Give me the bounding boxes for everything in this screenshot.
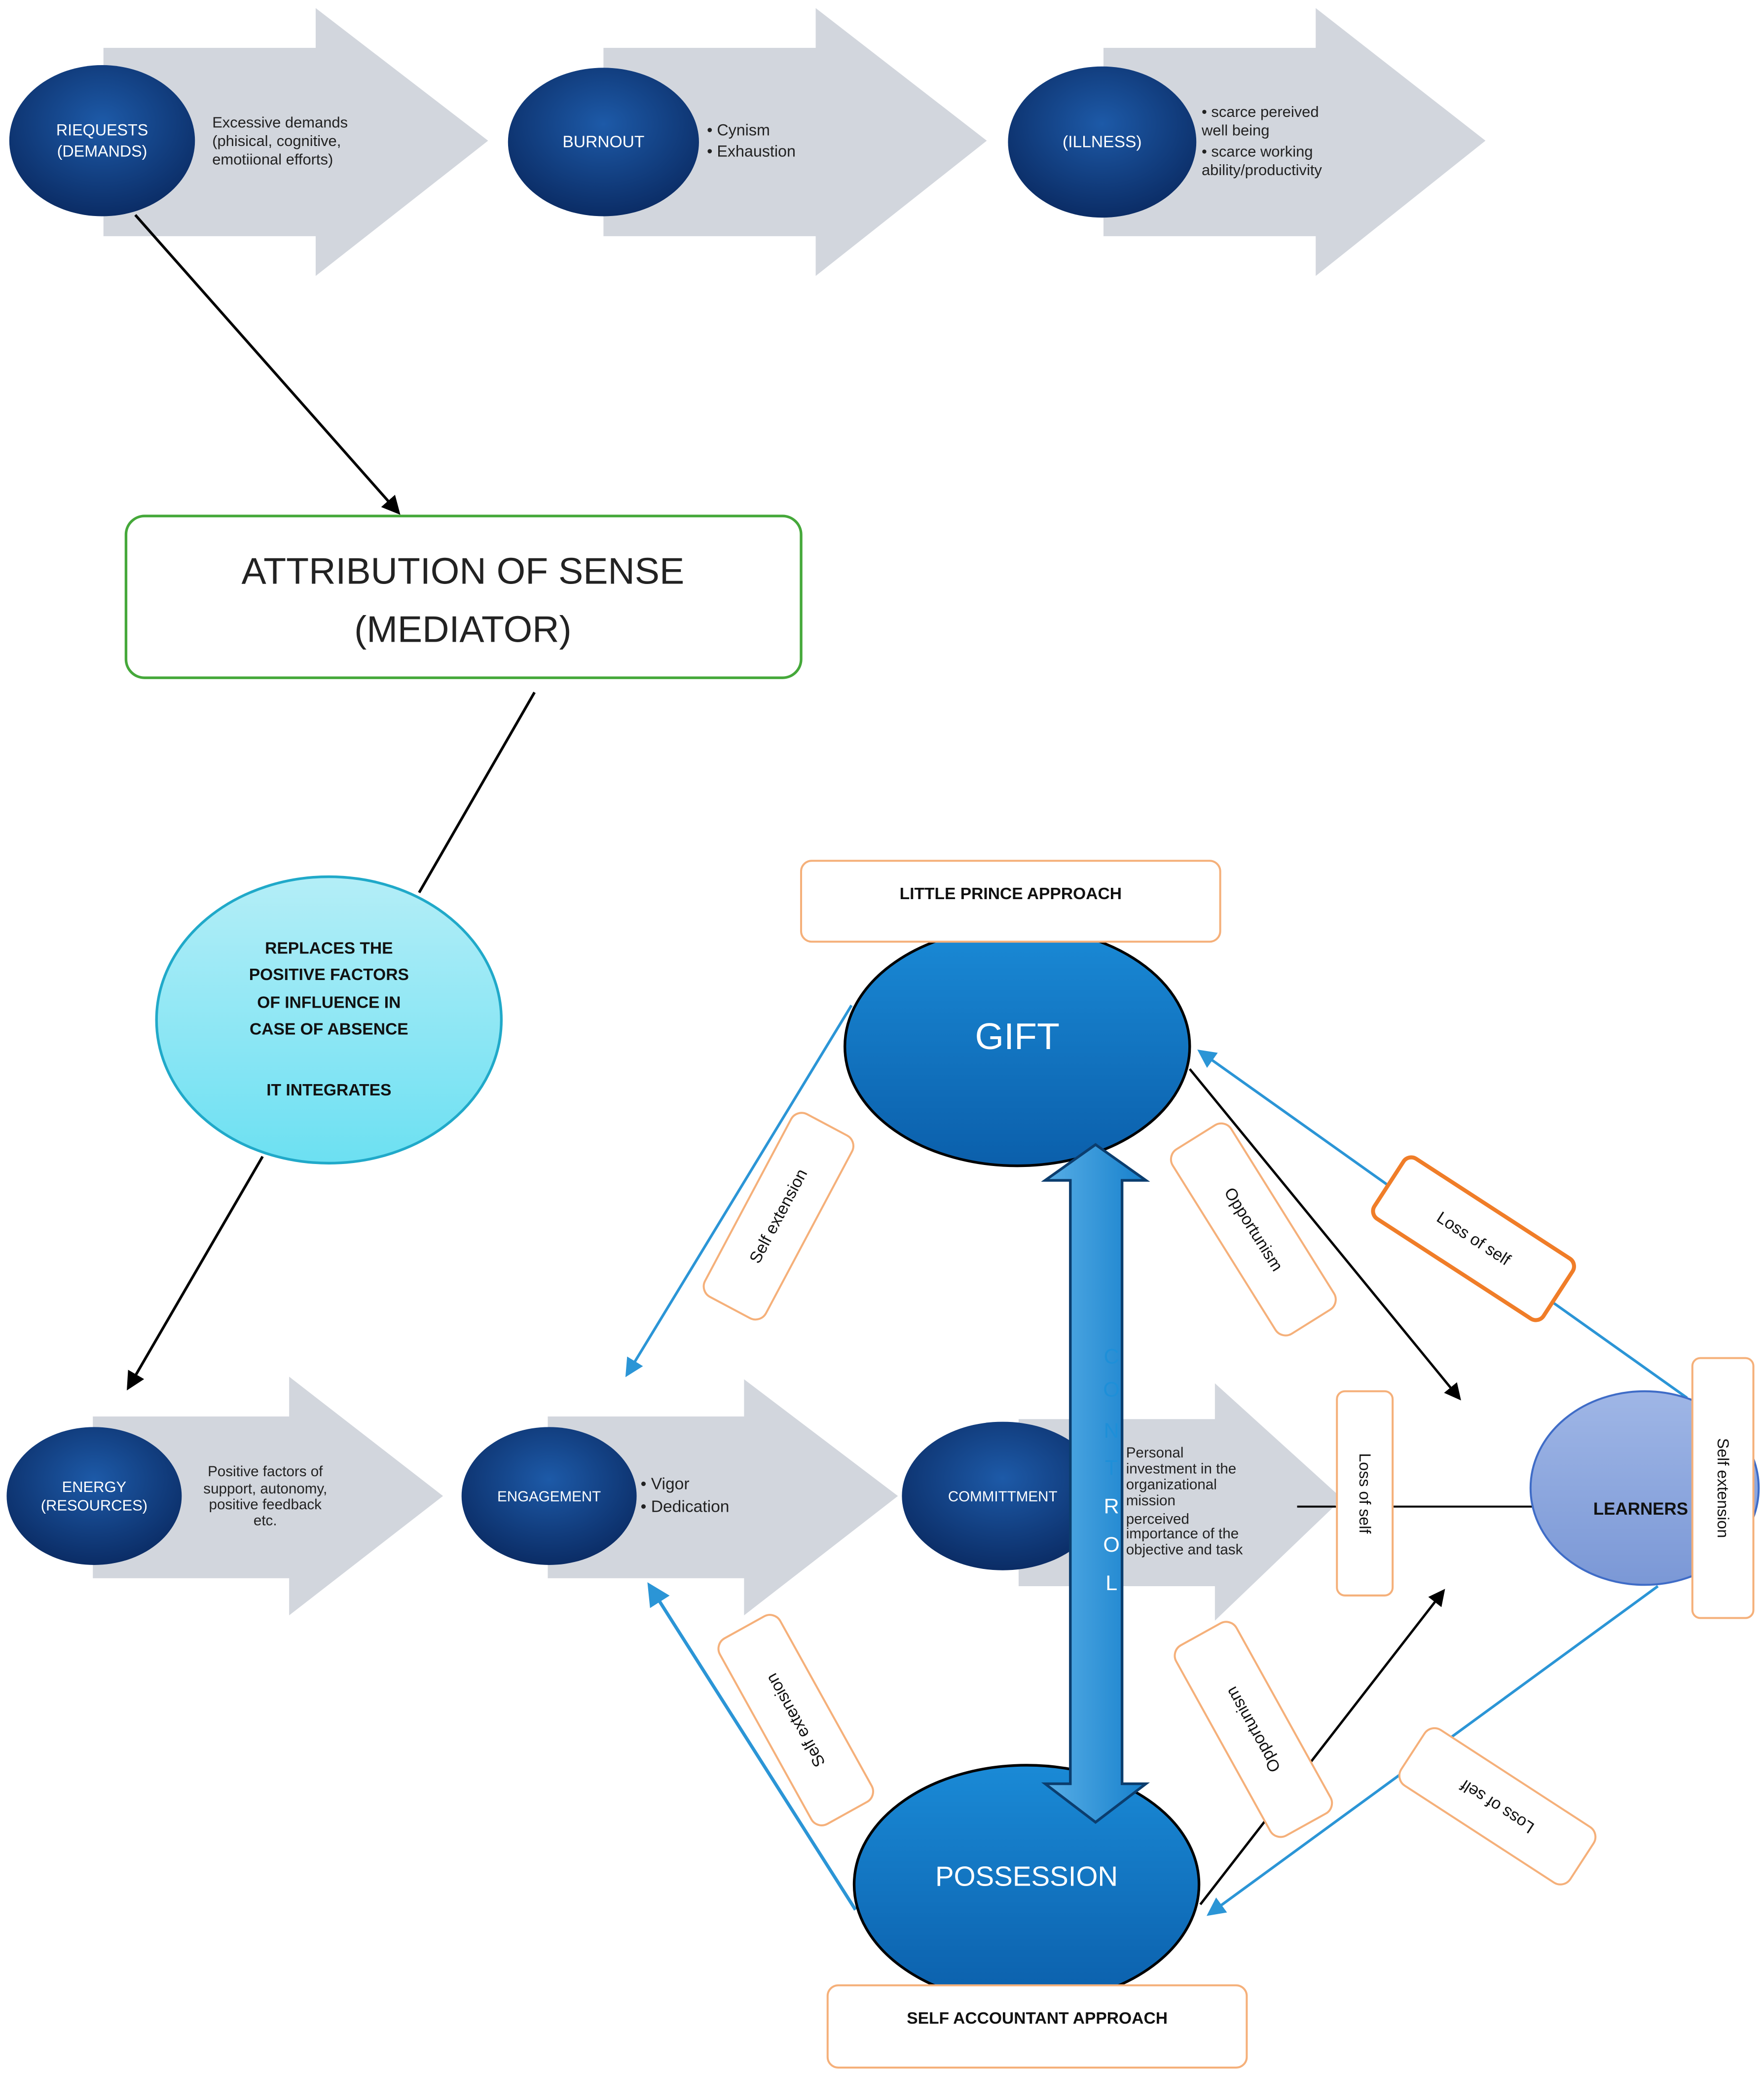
burnout-ellipse [508,68,699,217]
burnout-desc-1: • Cynism [707,121,770,139]
top-arrow-1 [103,8,488,276]
loss-of-self-upper-box: Loss of self [1371,1155,1576,1322]
committment-desc-6: importance of the [1126,1526,1239,1542]
control-double-arrow [1041,1143,1150,1824]
possession-to-learners-arrow [1199,1589,1445,1905]
control-letter-4: T [1105,1456,1118,1480]
control-letters: C O N T R O L [1103,1345,1119,1595]
committment-desc: Personal investment in the organizationa… [1126,1445,1243,1558]
illness-ellipse [1008,66,1197,218]
committment-desc-4: mission [1126,1492,1176,1509]
replaces-line-4: CASE OF ABSENCE [250,1020,408,1038]
learners-label: LEARNERS [1593,1499,1688,1519]
loss-of-self-middle-box: Loss of self [1336,1390,1394,1597]
gift-to-engagement-line [625,1004,853,1378]
cyan-to-energy-arrow [127,1156,264,1391]
little-prince-box [800,860,1221,943]
bottom-row: ENERGY (RESOURCES) Positive factors of s… [6,1377,1342,1621]
self-extension-upper-box: Self extension [702,1112,854,1321]
top-row: RIEQUESTS (DEMANDS) Excessive demands (p… [9,8,1486,276]
gift-to-learners-arrow [1188,1068,1461,1401]
loss-of-self-lower-box: Loss of self [1398,1727,1597,1886]
control-letter-3: N [1104,1419,1119,1443]
demands-title-1: RIEQUESTS [56,121,148,139]
mediator-box [124,514,803,679]
committment-desc-1: Personal [1126,1445,1184,1461]
burnout-title: BURNOUT [562,133,644,151]
engagement-ellipse [461,1427,637,1565]
committment-desc-7: objective and task [1126,1541,1243,1558]
illness-desc-2: well being [1201,122,1269,139]
energy-desc-2: support, autonomy, [203,1481,327,1497]
top-arrow-3 [1103,8,1486,276]
demands-to-mediator-arrow [134,214,401,515]
mediator-line-2: (MEDIATOR) [354,609,571,650]
engagement-desc-1: • Vigor [641,1475,690,1493]
demands-desc-3: emotiional efforts) [212,151,333,168]
gift-label: GIFT [975,1016,1060,1057]
possession-label: POSSESSION [935,1861,1118,1892]
committment-desc-5: perceived [1126,1511,1189,1527]
demands-desc-1: Excessive demands [212,113,348,131]
integrates-label: IT INTEGRATES [266,1081,391,1099]
committment-desc-3: organizational [1126,1477,1217,1493]
possession-to-engagement-line [647,1582,857,1911]
replaces-line-1: REPLACES THE [265,939,393,957]
engagement-desc-2: • Dedication [641,1497,730,1516]
illness-title: (ILLNESS) [1063,133,1142,151]
opportunism-upper-box: Opportunism [1170,1122,1337,1337]
self-extension-right-label: Self extension [1714,1438,1732,1538]
energy-title-1: ENERGY [62,1478,127,1495]
engagement-title: ENGAGEMENT [497,1489,601,1505]
energy-desc-4: etc. [254,1512,277,1528]
little-prince-label: LITTLE PRINCE APPROACH [900,885,1122,903]
illness-desc-3: • scarce working [1202,143,1313,160]
bottom-arrow-2 [548,1379,898,1616]
illness-desc-4: ability/productivity [1202,161,1322,179]
loss-of-self-middle-label: Loss of self [1356,1453,1374,1533]
self-extension-right-box: Self extension [1691,1357,1755,1619]
energy-ellipse [6,1427,182,1565]
committment-desc-2: investment in the [1126,1460,1236,1477]
control-letter-2: O [1103,1378,1119,1401]
opportunism-lower-box: Opportunism [1174,1621,1333,1838]
bottom-arrow-1 [93,1377,443,1616]
replaces-line-3: OF INFLUENCE IN [257,994,401,1012]
demands-title-2: (DEMANDS) [57,143,147,160]
mediator-line-1: ATTRIBUTION OF SENSE [242,550,685,591]
demands-desc-2: (phisical, cognitive, [212,132,341,149]
control-letter-7: L [1105,1571,1117,1595]
demands-ellipse [9,65,195,217]
energy-title-2: (RESOURCES) [41,1497,147,1514]
committment-title: COMMITTMENT [948,1489,1058,1505]
control-letter-1: C [1104,1345,1119,1368]
self-extension-lower-box: Self extension [717,1614,874,1826]
burnout-desc-2: • Exhaustion [707,143,796,160]
energy-desc-3: positive feedback [209,1496,322,1513]
top-arrow-2 [603,8,987,276]
energy-desc-1: Positive factors of [208,1463,323,1480]
replaces-ellipse [155,875,503,1164]
control-letter-5: R [1104,1494,1119,1518]
mediator-to-cyan-line [418,691,536,894]
self-accountant-label: SELF ACCOUNTANT APPROACH [907,2009,1168,2028]
self-accountant-box [826,1984,1248,2069]
control-letter-6: O [1103,1533,1119,1557]
committment-ellipse [902,1421,1104,1570]
replaces-line-2: POSITIVE FACTORS [249,966,409,984]
illness-desc-1: • scarce pereived [1202,103,1319,120]
